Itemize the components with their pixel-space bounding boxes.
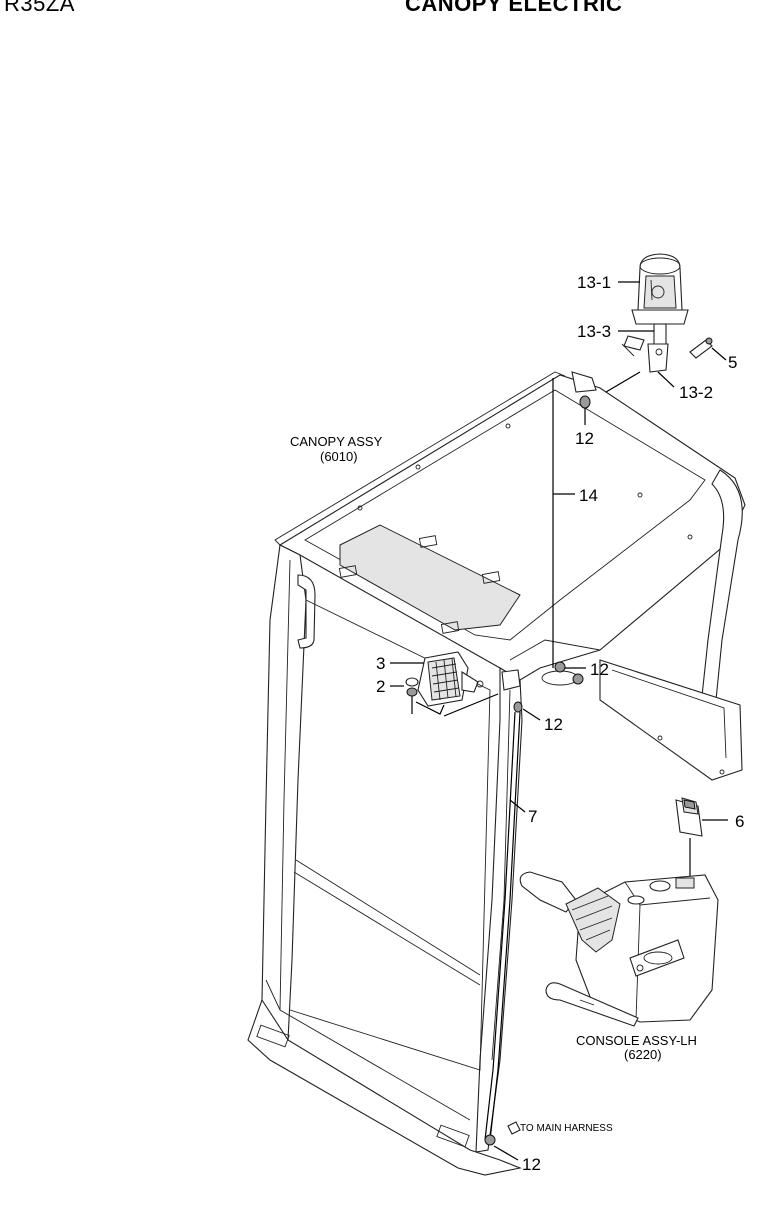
callout-wire-7: 7 bbox=[528, 807, 537, 826]
callout-clip-top: 12 bbox=[575, 429, 594, 448]
console-assembly bbox=[519, 871, 719, 1027]
page-title: CANOPY ELECTRIC bbox=[405, 0, 623, 16]
work-lamp-assembly bbox=[390, 651, 541, 721]
harness-note: TO MAIN HARNESS bbox=[520, 1123, 613, 1134]
callout-clip-mid: 12 bbox=[590, 660, 609, 679]
canopy-frame bbox=[247, 371, 746, 1176]
beacon-lamp-assembly bbox=[605, 253, 727, 393]
console-code: (6220) bbox=[624, 1047, 662, 1062]
callout-clip-pillar: 12 bbox=[544, 715, 563, 734]
callout-lamp-bolt: 2 bbox=[376, 677, 385, 696]
roof-clip-assembly bbox=[571, 371, 597, 425]
callout-work-lamp: 3 bbox=[376, 654, 385, 673]
wire-7 bbox=[484, 711, 526, 1161]
console-label: CONSOLE ASSY-LH bbox=[576, 1033, 697, 1048]
callout-beacon-base: 13-3 bbox=[577, 322, 611, 341]
callout-beacon-lamp: 13-1 bbox=[577, 273, 611, 292]
callout-clip-bottom: 12 bbox=[522, 1155, 541, 1174]
canopy-label: CANOPY ASSY bbox=[290, 434, 383, 449]
labels: 13-1 13-3 5 13-2 12 14 12 12 3 2 7 6 12 … bbox=[290, 273, 744, 1174]
callout-bolt-top: 5 bbox=[728, 353, 737, 372]
callout-beacon-bracket: 13-2 bbox=[679, 383, 713, 402]
model-code: R35ZA bbox=[4, 0, 75, 16]
wire-14 bbox=[552, 378, 586, 685]
switch-assembly bbox=[675, 797, 728, 878]
canopy-code: (6010) bbox=[320, 449, 358, 464]
callout-wire-14: 14 bbox=[579, 486, 598, 505]
callout-switch: 6 bbox=[735, 812, 744, 831]
